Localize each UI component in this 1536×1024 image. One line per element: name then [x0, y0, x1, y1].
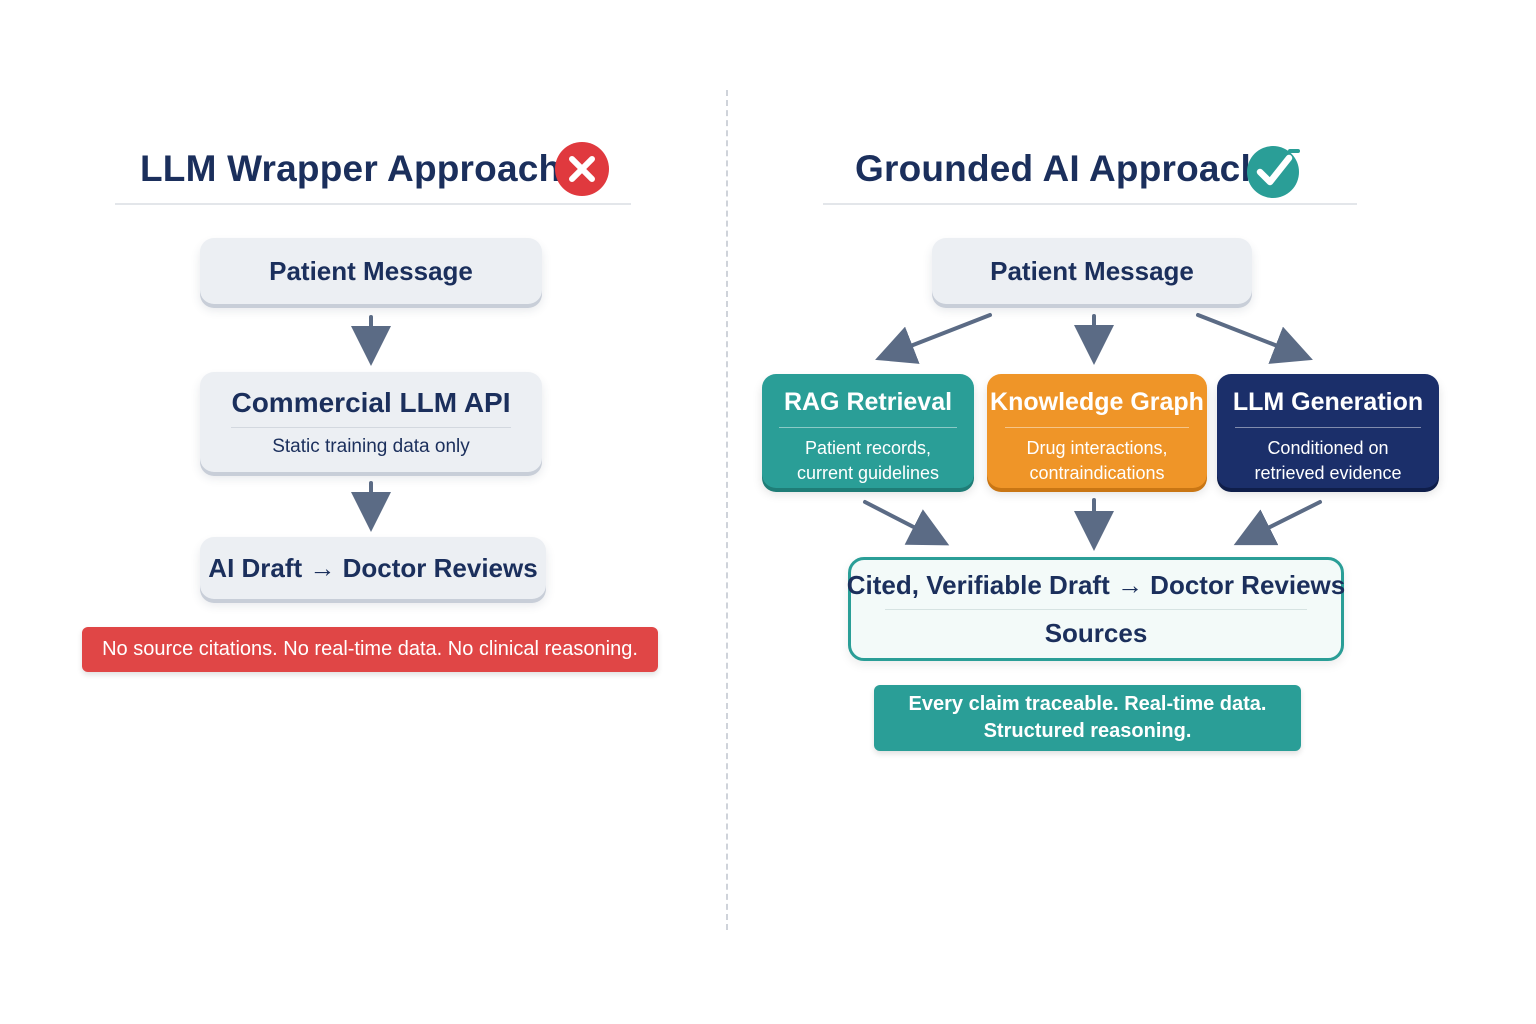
rag-retrieval-line1: Patient records,	[804, 438, 932, 458]
left-warning-text: No source citations. No real-time data. …	[102, 638, 638, 660]
right-heading: Grounded AI Approach	[855, 148, 1264, 189]
llm-generation-line2: retrieved evidence	[1254, 463, 1402, 483]
commercial-llm-api-box: Commercial LLM API Static training data …	[200, 372, 542, 472]
knowledge-graph-line2: contraindications	[1029, 463, 1165, 483]
arrow-rag-to-draft	[863, 500, 950, 546]
ai-draft-label: AI Draft → Doctor Reviews	[208, 552, 538, 583]
knowledge-graph-separator	[1004, 427, 1190, 428]
right-benefit-line2: Structured reasoning.	[983, 720, 1192, 742]
cited-draft-sources: Sources	[1044, 617, 1148, 648]
arrow-message-to-llmgen	[1196, 313, 1313, 364]
right-patient-message-box: Patient Message	[932, 238, 1252, 304]
left-warning-banner: No source citations. No real-time data. …	[82, 627, 658, 672]
ai-draft-box: AI Draft → Doctor Reviews	[200, 537, 546, 599]
rag-retrieval-separator	[778, 427, 958, 428]
right-heading-rule	[823, 203, 1357, 205]
rag-retrieval-title: RAG Retrieval	[783, 388, 953, 416]
llm-generation-box: LLM Generation Conditioned on retrieved …	[1217, 374, 1439, 488]
left-heading: LLM Wrapper Approach	[140, 148, 562, 189]
center-divider	[726, 90, 728, 930]
cited-draft-box: Cited, Verifiable Draft → Doctor Reviews…	[846, 557, 1346, 661]
left-patient-message-label: Patient Message	[269, 255, 473, 286]
llm-generation-separator	[1234, 427, 1422, 428]
left-patient-message-box: Patient Message	[200, 238, 542, 304]
arrow-message-to-rag	[875, 313, 992, 364]
llm-generation-title: LLM Generation	[1232, 388, 1424, 416]
right-benefit-banner: Every claim traceable. Real-time data. S…	[874, 685, 1301, 751]
cited-draft-title: Cited, Verifiable Draft → Doctor Reviews	[846, 569, 1346, 600]
commercial-llm-api-separator	[230, 426, 512, 428]
rag-retrieval-line2: current guidelines	[796, 463, 940, 483]
right-patient-message-label: Patient Message	[990, 255, 1194, 286]
x-circle-icon	[555, 142, 609, 196]
cited-draft-separator	[885, 608, 1307, 610]
commercial-llm-api-label: Commercial LLM API	[231, 386, 511, 418]
left-heading-rule	[115, 203, 631, 205]
knowledge-graph-title: Knowledge Graph	[990, 388, 1204, 416]
check-circle-icon	[1247, 146, 1300, 198]
arrow-llmgen-to-draft	[1233, 500, 1322, 546]
commercial-llm-api-subtitle: Static training data only	[272, 435, 470, 457]
knowledge-graph-box: Knowledge Graph Drug interactions, contr…	[987, 374, 1207, 488]
knowledge-graph-line1: Drug interactions,	[1026, 438, 1168, 458]
llm-generation-line1: Conditioned on	[1267, 438, 1389, 458]
rag-retrieval-box: RAG Retrieval Patient records, current g…	[762, 374, 974, 488]
right-benefit-line1: Every claim traceable. Real-time data.	[908, 693, 1267, 715]
